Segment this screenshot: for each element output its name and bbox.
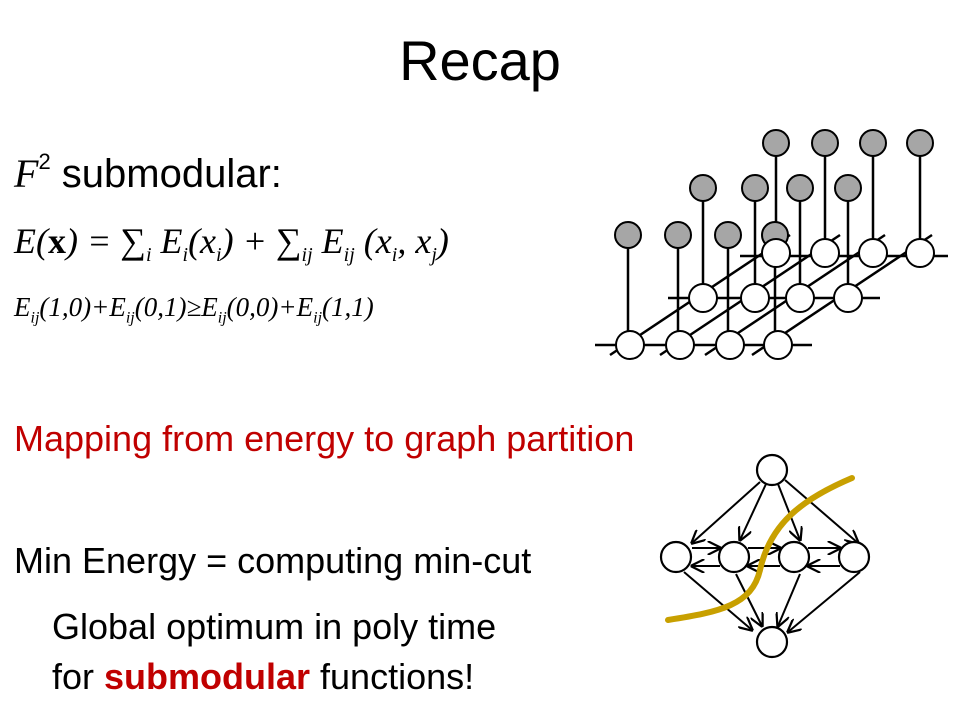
cut-graph-nodes xyxy=(659,453,871,659)
iq-a: E xyxy=(14,292,31,322)
energy-formula: E(x) = ∑i Ei(xi) + ∑ij Eij (xi, xj) xyxy=(14,220,449,267)
ef-p2: ) = ∑ xyxy=(65,221,146,261)
hidden-nodes xyxy=(615,238,935,360)
ef-s2: i xyxy=(182,244,189,267)
ef-p1: E( xyxy=(14,221,48,261)
heading-rest: submodular: xyxy=(50,152,282,196)
cut-graph-edges xyxy=(683,479,860,632)
ef-s1: i xyxy=(145,244,152,267)
iq-c: (0,1)≥E xyxy=(134,292,218,322)
ef-p7: (x xyxy=(354,221,392,261)
min-cut-curve xyxy=(665,475,855,623)
ef-s6: i xyxy=(391,244,398,267)
ef-p9: ) xyxy=(436,221,449,261)
ef-s5: ij xyxy=(343,244,355,267)
ef-s4: ij xyxy=(301,244,313,267)
submodular-inequality: Eij(1,0)+Eij(0,1)≥Eij(0,0)+Eij(1,1) xyxy=(14,292,374,327)
min-energy-b: computing min-cut xyxy=(237,540,532,581)
heading-sup: 2 xyxy=(38,148,51,174)
iq-d: (0,0)+E xyxy=(226,292,314,322)
global-optimum-line1: Global optimum in poly time xyxy=(52,606,497,647)
submodular-heading: F2 submodular: xyxy=(14,148,282,197)
ef-p3: E xyxy=(151,221,183,261)
mapping-text: Mapping from energy to graph partition xyxy=(14,418,635,459)
g2-a: for xyxy=(52,656,105,697)
ef-p4: (x xyxy=(188,221,217,261)
g2-highlight: submodular xyxy=(104,656,311,697)
global-optimum-line2: for submodular functions! xyxy=(52,656,474,698)
iq-sc: ij xyxy=(217,309,227,327)
slide-title: Recap xyxy=(399,29,561,92)
iq-sb: ij xyxy=(125,309,135,327)
iq-sa: ij xyxy=(30,309,40,327)
ef-x: x xyxy=(47,221,66,261)
iq-e: (1,1) xyxy=(322,292,374,322)
heading-f: F xyxy=(14,151,39,196)
ef-s7: j xyxy=(431,244,437,267)
min-energy-text: Min Energy = computing min-cut xyxy=(14,540,531,582)
min-energy-a: Min Energy = xyxy=(14,540,238,581)
ef-s3: i xyxy=(216,244,222,267)
observed-nodes xyxy=(614,129,934,249)
iq-b: (1,0)+E xyxy=(39,292,126,322)
g2-b: functions! xyxy=(310,656,475,697)
iq-sd: ij xyxy=(313,309,323,327)
ef-p8: , x xyxy=(397,221,432,261)
ef-p6: E xyxy=(312,221,344,261)
ef-p5: ) + ∑ xyxy=(221,221,302,261)
